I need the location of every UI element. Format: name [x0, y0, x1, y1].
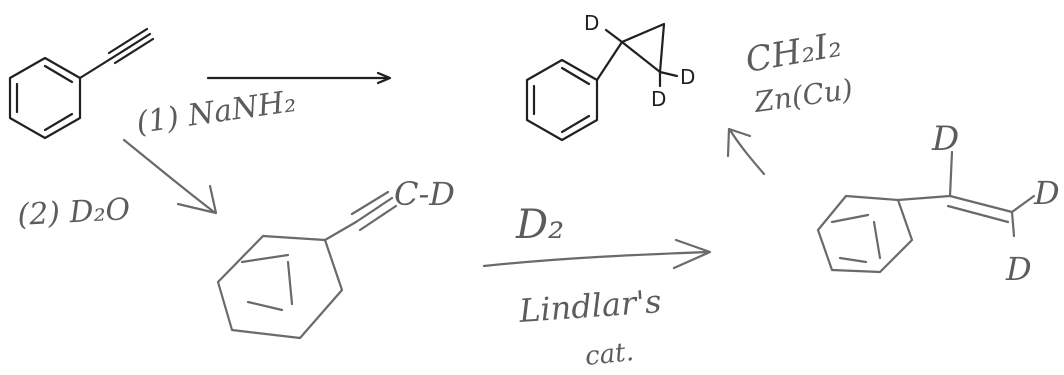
diagonal-arrow-head — [176, 184, 218, 215]
alkene-d-bottom-label: D — [1005, 250, 1032, 288]
top-reaction-arrow — [206, 71, 392, 85]
benzene-inner-bonds-product — [532, 66, 591, 134]
reagent-step1-line2: (2) D₂O — [17, 192, 131, 233]
benzene-ring-alkene — [816, 194, 914, 274]
cyclopropanation-arrow — [726, 127, 766, 176]
cyclopropanation-arrow-shaft — [728, 128, 766, 176]
reagent-step2-above: D₂ — [515, 202, 564, 248]
aryl-alkyne-bond — [78, 56, 114, 80]
cyclopropane-d-right-bond — [658, 70, 679, 78]
lindlar-arrow-shaft — [482, 250, 710, 268]
benzene-inner-bonds-start — [15, 64, 74, 132]
deuterio-alkene-structure: D D D — [816, 119, 1060, 288]
diagonal-arrow-down — [122, 138, 218, 215]
reagent-step3-line1: CH₂I₂ — [743, 25, 845, 81]
alkene-d-top-bond — [948, 150, 954, 198]
benzene-ring-start — [8, 56, 82, 140]
lindlar-arrow-head — [672, 238, 712, 270]
lindlar-arrow — [482, 238, 712, 270]
cyclopropane-ring — [620, 22, 666, 74]
aryl-deuterioalkyne-bond — [323, 220, 358, 242]
aryl-vinyl-bond — [896, 194, 952, 202]
reagent-step1-line1: (1) NaNH₂ — [134, 84, 298, 141]
double-bond-alkene — [946, 194, 1014, 224]
cyclopropane-d-bottom-label: D — [651, 87, 666, 111]
benzene-inner-bonds-alkene — [830, 213, 882, 264]
triple-bond-alkyne — [350, 190, 398, 232]
reagent-step2-below-line1: Lindlar's — [517, 282, 663, 330]
cyclopropane-d-top-label: D — [584, 11, 599, 35]
alkene-d-right-label: D — [1033, 174, 1060, 212]
alkene-d-right-bond — [1010, 194, 1036, 214]
benzene-inner-bonds-alkyne — [240, 253, 294, 312]
alkyne-terminal-label: C-D — [394, 175, 455, 213]
reagent-step3-line2: Zn(Cu) — [751, 73, 854, 120]
alkene-d-bottom-bond — [1010, 210, 1016, 238]
top-arrow-head — [376, 71, 392, 85]
deuterio-alkyne-structure: C-D — [216, 175, 455, 340]
triple-bond-start — [107, 27, 155, 65]
aryl-cyclopropane-bond — [595, 40, 624, 82]
cyclopropanation-arrow-head — [726, 127, 752, 158]
cyclopropane-d-top-bond — [604, 28, 624, 44]
cyclopropane-d-right-label: D — [680, 65, 695, 89]
diagonal-arrow-shaft — [122, 138, 216, 214]
reagent-step2-below-line2: cat. — [584, 337, 636, 372]
cyclopropane-product-structure: D D D — [525, 11, 695, 142]
phenylacetylene-structure — [8, 27, 155, 140]
alkene-d-top-label: D — [931, 119, 959, 159]
benzene-ring-product — [525, 58, 599, 142]
benzene-ring-alkyne — [216, 234, 344, 340]
